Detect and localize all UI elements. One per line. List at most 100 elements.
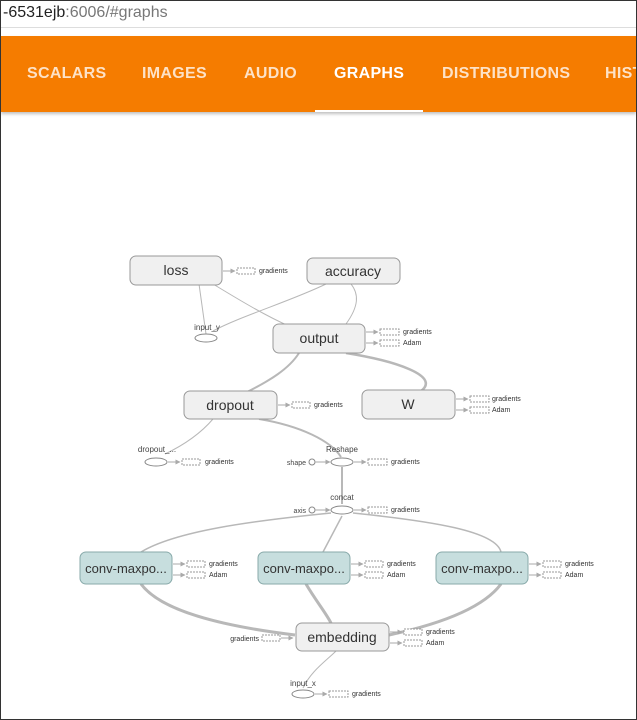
graph-canvas[interactable]: loss accuracy output dropout W conv-maxp… [1,113,636,719]
url-host: -6531ejb [3,4,66,21]
edge-accuracy-input-y [212,283,327,332]
tensorboard-header: SCALARS IMAGES AUDIO GRAPHS DISTRIBUTION… [1,36,636,112]
edge-accuracy-output [345,283,357,325]
node-conv-maxpool-2[interactable]: conv-maxpo... [257,551,351,585]
op-reshape-label: Reshape [326,445,359,454]
url-path: :6006/#graphs [65,4,168,21]
node-accuracy-label: accuracy [325,263,381,279]
node-conv-maxpool-1[interactable]: conv-maxpo... [79,551,173,585]
op-concat-label: concat [330,493,354,502]
op-input-x[interactable]: input_x [290,679,316,699]
op-concat[interactable]: concat [330,493,355,515]
edge-conv1-embedding [139,583,296,637]
aux-dropout-keep-gradients[interactable]: gradients [168,458,234,466]
address-bar[interactable]: -6531ejb:6006/#graphs [1,1,636,28]
edge-concat-conv1 [140,512,332,553]
node-conv-maxpool-1-label: conv-maxpo... [85,561,167,576]
const-axis[interactable]: axis [294,506,331,515]
edge-dropout-reshape [258,418,342,458]
aux-conv2-gradients[interactable]: gradients [351,560,416,568]
aux-dropout-gradients-label: gradients [314,402,343,409]
aux-w-gradients[interactable]: gradients [456,395,521,403]
aux-concat-gradients-label: gradients [391,507,420,514]
node-conv-maxpool-2-label: conv-maxpo... [263,561,345,576]
aux-input-x-gradients[interactable]: gradients [315,690,381,698]
node-embedding[interactable]: embedding [295,622,390,652]
aux-conv3-adam[interactable]: Adam [529,571,583,579]
aux-concat-gradients[interactable]: gradients [354,506,420,514]
node-dropout-label: dropout [206,397,254,413]
aux-conv1-gradients-label: gradients [209,561,238,568]
aux-w-adam[interactable]: Adam [456,406,510,414]
aux-embedding-gradients-in-label: gradients [230,636,259,643]
aux-w-gradients-label: gradients [492,396,521,403]
op-dropout-keep[interactable]: dropout_... [138,445,176,467]
aux-loss-gradients[interactable]: gradients [223,267,288,275]
aux-conv3-gradients[interactable]: gradients [529,560,594,568]
aux-embedding-adam[interactable]: Adam [390,639,444,647]
aux-stubs: gradients gradients Adam gradients [168,267,594,698]
aux-conv1-gradients[interactable]: gradients [173,560,238,568]
aux-conv3-adam-label: Adam [565,572,583,579]
tab-distributions[interactable]: DISTRIBUTIONS [442,65,571,82]
aux-embedding-gradients-label: gradients [426,629,455,636]
aux-loss-gradients-label: gradients [259,268,288,275]
tab-histograms[interactable]: HIST [605,65,636,82]
aux-embedding-adam-label: Adam [426,640,444,647]
op-input-y[interactable]: input_y [194,323,220,343]
aux-dropout-gradients[interactable]: gradients [278,401,343,409]
aux-embedding-gradients-in[interactable]: gradients [230,634,294,643]
edge-conv2-embedding [304,583,333,624]
edge-dropout-keep-prob [164,418,214,455]
node-output[interactable]: output [272,323,366,354]
aux-conv1-adam[interactable]: Adam [173,571,227,579]
node-w[interactable]: W [361,389,456,420]
node-conv-maxpool-3[interactable]: conv-maxpo... [435,551,529,585]
node-output-label: output [300,330,339,346]
node-conv-maxpool-3-label: conv-maxpo... [441,561,523,576]
op-input-x-label: input_x [290,679,316,688]
aux-output-adam-label: Adam [403,340,421,347]
node-loss-label: loss [164,262,189,278]
op-reshape[interactable]: Reshape [326,445,359,467]
url-text[interactable]: -6531ejb:6006/#graphs [3,3,168,23]
const-axis-label: axis [294,508,307,515]
op-dropout-keep-label: dropout_... [138,445,176,454]
aux-conv3-gradients-label: gradients [565,561,594,568]
aux-output-adam[interactable]: Adam [366,339,421,347]
edge-conv3-embedding [388,583,503,637]
node-dropout[interactable]: dropout [183,390,278,420]
node-embedding-label: embedding [307,629,376,645]
graph-edges [139,283,503,689]
aux-conv2-adam-label: Adam [387,572,405,579]
edge-concat-conv3 [352,512,502,553]
const-shape-label: shape [287,460,306,467]
tab-graphs[interactable]: GRAPHS [314,36,424,112]
aux-conv2-gradients-label: gradients [387,561,416,568]
edge-input-x-embedding [302,650,337,689]
node-accuracy[interactable]: accuracy [306,257,401,285]
node-loss[interactable]: loss [129,255,223,286]
aux-conv2-adam[interactable]: Adam [351,571,405,579]
const-shape[interactable]: shape [287,458,331,467]
edge-output-w [345,351,428,392]
aux-reshape-gradients[interactable]: gradients [354,458,420,466]
node-w-label: W [401,396,415,412]
aux-embedding-gradients[interactable]: gradients [390,628,455,636]
aux-output-gradients-label: gradients [403,329,432,336]
edge-loss-input-y [198,283,207,335]
edge-concat-conv2 [322,515,343,553]
aux-w-adam-label: Adam [492,407,510,414]
tab-images[interactable]: IMAGES [142,65,207,82]
aux-reshape-gradients-label: gradients [391,459,420,466]
aux-input-x-gradients-label: gradients [352,691,381,698]
aux-output-gradients[interactable]: gradients [366,328,432,336]
tab-scalars[interactable]: SCALARS [27,65,107,82]
op-input-y-label: input_y [194,323,220,332]
aux-dropout-keep-gradients-label: gradients [205,459,234,466]
edge-output-dropout [246,352,300,393]
aux-conv1-adam-label: Adam [209,572,227,579]
edge-loss-output [212,283,292,328]
tab-audio[interactable]: AUDIO [244,65,298,82]
